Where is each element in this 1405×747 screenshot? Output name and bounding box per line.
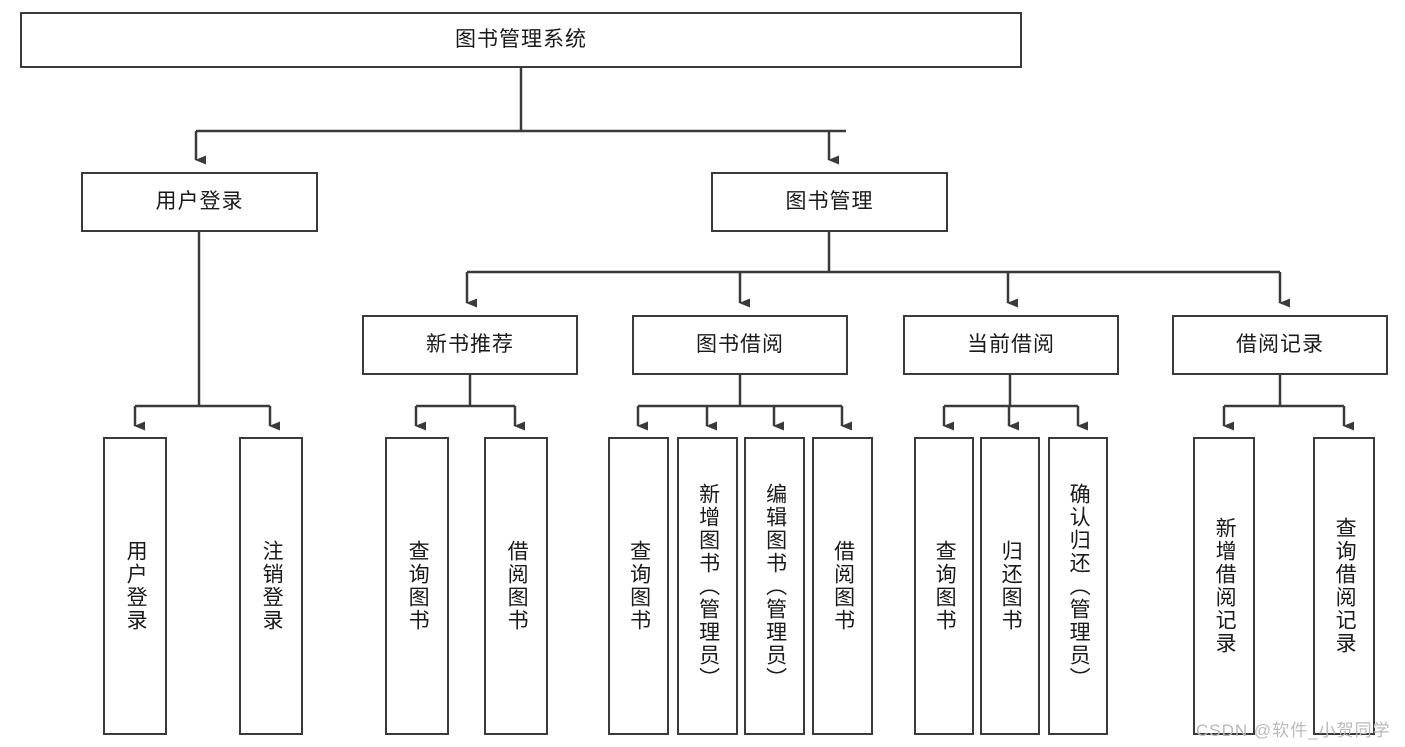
leaf-borrow-edit-book-admin[interactable]: 编辑图书（管理员） bbox=[744, 437, 805, 735]
leaf-records-query-record[interactable]: 查询借阅记录 bbox=[1313, 437, 1375, 735]
leaf-new-book-borrow[interactable]: 借阅图书 bbox=[484, 437, 548, 735]
node-book-management[interactable]: 图书管理 bbox=[711, 172, 948, 232]
leaf-label: 借阅图书 bbox=[505, 540, 529, 632]
leaf-borrow-add-book-admin[interactable]: 新增图书（管理员） bbox=[677, 437, 738, 735]
node-book-borrow[interactable]: 图书借阅 bbox=[632, 315, 848, 375]
node-current-borrow[interactable]: 当前借阅 bbox=[903, 315, 1119, 375]
node-borrow-records[interactable]: 借阅记录 bbox=[1172, 315, 1388, 375]
node-new-book-recommend[interactable]: 新书推荐 bbox=[362, 315, 578, 375]
leaf-borrow-borrow-book[interactable]: 借阅图书 bbox=[812, 437, 873, 735]
leaf-label: 用户登录 bbox=[124, 540, 148, 632]
leaf-current-return-book[interactable]: 归还图书 bbox=[980, 437, 1040, 735]
leaf-new-book-query[interactable]: 查询图书 bbox=[385, 437, 449, 735]
leaf-current-confirm-return-admin[interactable]: 确认归还（管理员） bbox=[1048, 437, 1108, 735]
node-root-system[interactable]: 图书管理系统 bbox=[20, 12, 1022, 68]
leaf-label: 查询图书 bbox=[627, 540, 651, 632]
leaf-label: 新增借阅记录 bbox=[1213, 517, 1237, 655]
leaf-label: 查询借阅记录 bbox=[1333, 517, 1357, 655]
leaf-label: 编辑图书（管理员） bbox=[763, 482, 787, 690]
leaf-label: 查询图书 bbox=[406, 540, 430, 632]
leaf-borrow-query-book[interactable]: 查询图书 bbox=[608, 437, 669, 735]
csdn-watermark: CSDN @软件_小贺同学 bbox=[1196, 721, 1391, 740]
leaf-user-login-login[interactable]: 用户登录 bbox=[103, 437, 167, 735]
node-user-login[interactable]: 用户登录 bbox=[81, 172, 318, 232]
leaf-user-login-logout[interactable]: 注销登录 bbox=[239, 437, 303, 735]
leaf-label: 确认归还（管理员） bbox=[1067, 482, 1091, 690]
leaf-label: 借阅图书 bbox=[831, 540, 855, 632]
leaf-records-add-record[interactable]: 新增借阅记录 bbox=[1193, 437, 1255, 735]
leaf-label: 查询图书 bbox=[933, 540, 957, 632]
leaf-current-query-book[interactable]: 查询图书 bbox=[914, 437, 974, 735]
leaf-label: 注销登录 bbox=[260, 540, 284, 632]
leaf-label: 新增图书（管理员） bbox=[696, 482, 720, 690]
leaf-label: 归还图书 bbox=[999, 540, 1023, 632]
